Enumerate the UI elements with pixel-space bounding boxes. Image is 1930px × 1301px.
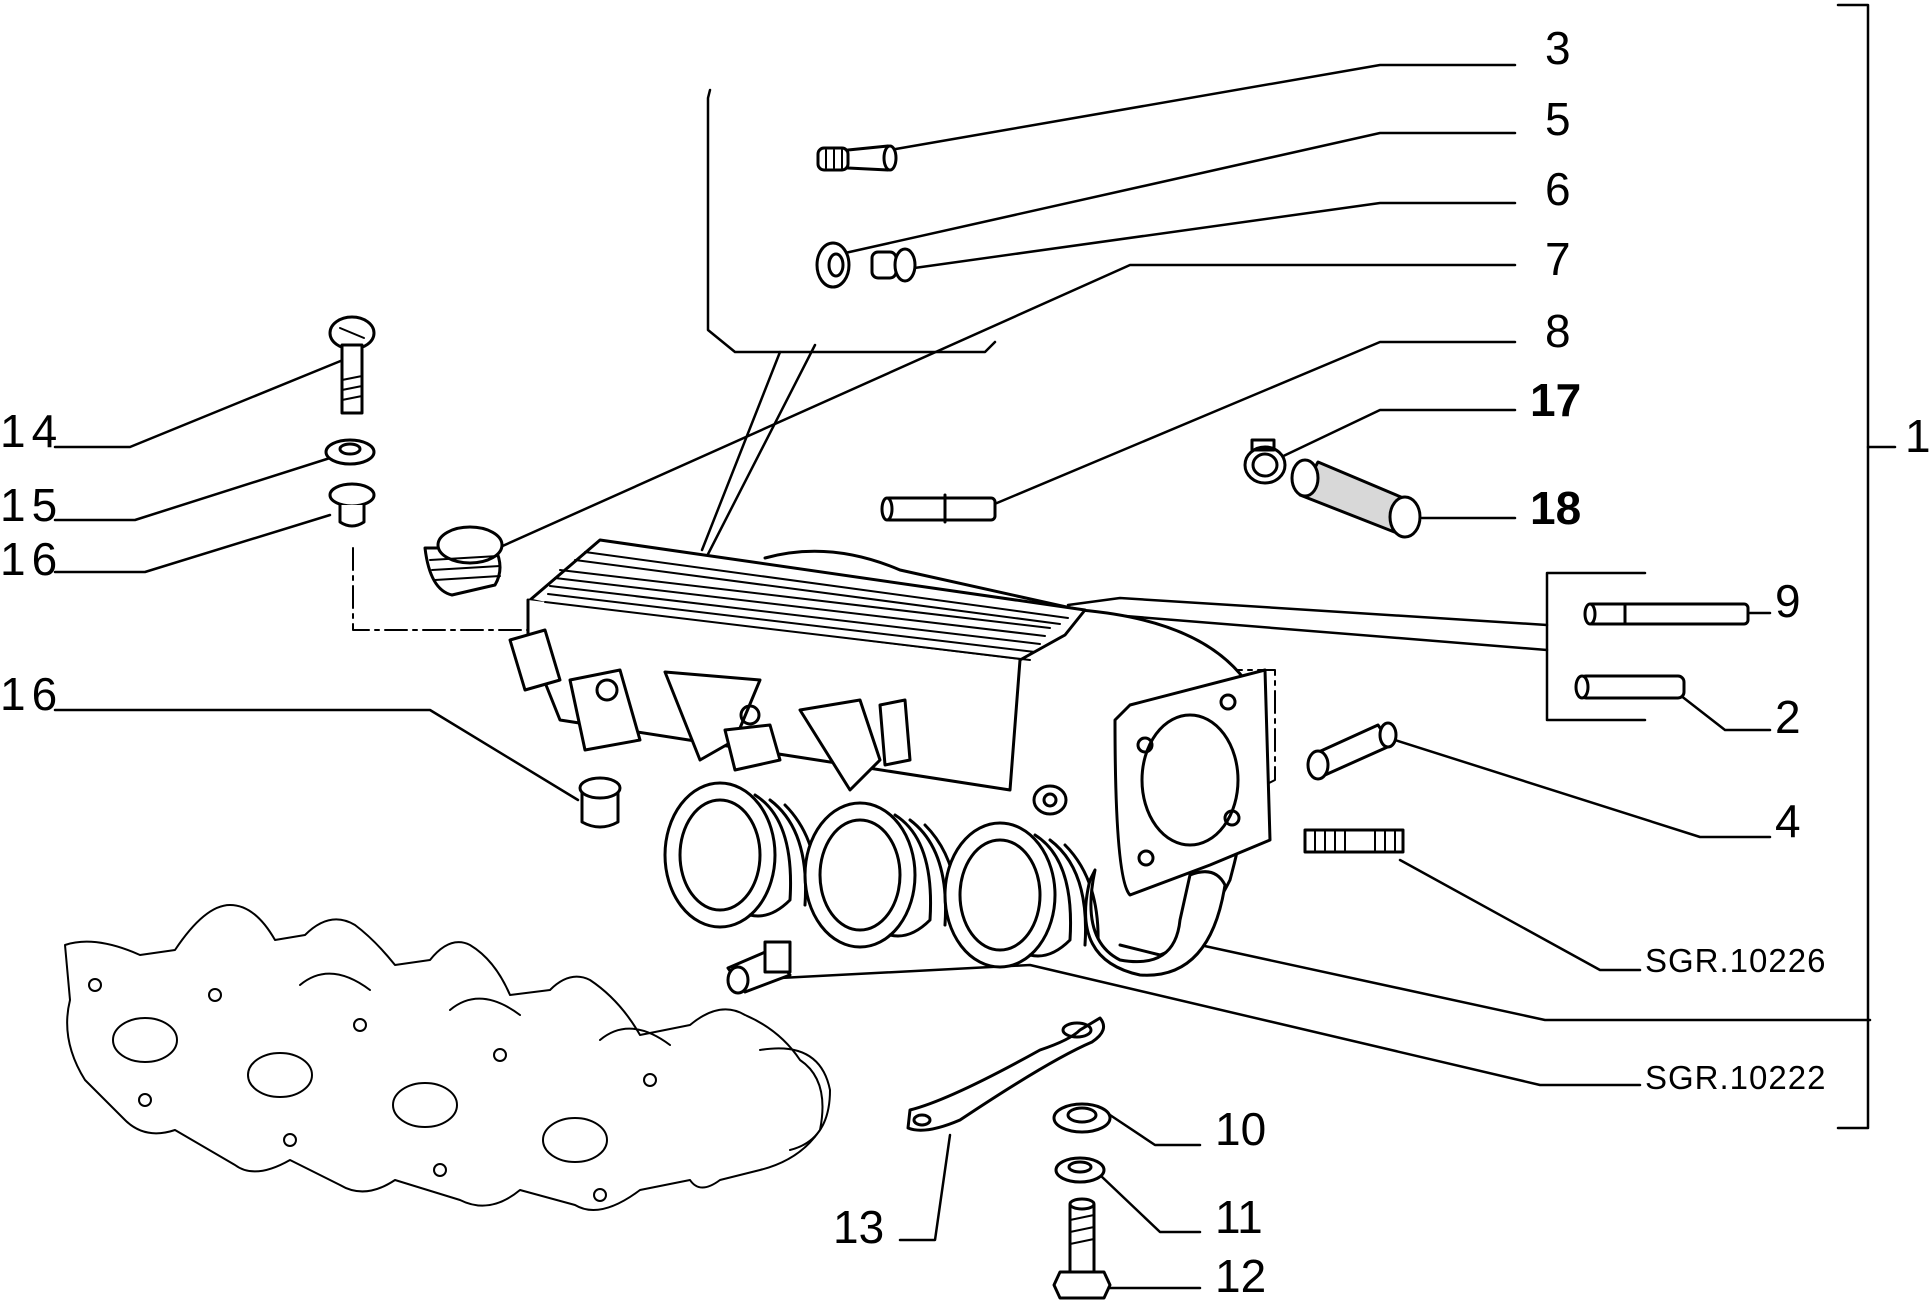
leader-main-body	[1198, 943, 1872, 1022]
leader-2	[1678, 693, 1772, 732]
part-3-screw	[816, 144, 898, 172]
callout-10: 10	[1215, 1103, 1266, 1155]
part-15-washer	[324, 438, 376, 466]
leader-15	[53, 456, 332, 522]
leader-6	[898, 201, 1517, 272]
part-10-washer	[1052, 1102, 1112, 1134]
callout-11: 11	[1215, 1191, 1263, 1243]
leader-5	[843, 131, 1517, 255]
callout-4: 4	[1775, 795, 1801, 847]
callout-5: 5	[1545, 93, 1571, 145]
leader-10	[1108, 1113, 1202, 1147]
leader-17	[1273, 408, 1517, 462]
fitting	[726, 940, 792, 995]
bracket-9-2	[1545, 571, 1647, 722]
part-2-pin	[1574, 674, 1686, 700]
part-13-bracket	[906, 1016, 1106, 1132]
part-14-screw	[328, 315, 376, 415]
reference-code-1: SGR.10226	[1645, 942, 1826, 979]
part-17-clamp	[1243, 438, 1287, 485]
leader-ref2	[778, 963, 1642, 1087]
lower-manifold	[64, 904, 831, 1211]
callout-15: 15	[0, 479, 63, 531]
callout-8: 8	[1545, 305, 1571, 357]
upper-bracket-lead-b	[703, 343, 817, 562]
upper-bracket-lead-a	[700, 350, 782, 552]
leader-16a	[53, 513, 332, 574]
leader-8	[983, 340, 1517, 510]
part-8-pin	[880, 493, 997, 524]
part-18-hose	[1290, 458, 1422, 539]
callout-2: 2	[1775, 691, 1801, 743]
part-5-washer	[815, 241, 851, 289]
callout-18: 18	[1530, 482, 1581, 534]
leader-11	[1098, 1173, 1202, 1234]
part-4-stud	[1306, 721, 1398, 781]
callout-6: 6	[1545, 163, 1571, 215]
part-11-washer	[1054, 1156, 1106, 1184]
callout-16-upper: 16	[0, 533, 63, 585]
upper-bracket	[706, 88, 997, 354]
reference-code-2: SGR.10222	[1645, 1059, 1826, 1096]
leader-9-2b	[1073, 610, 1549, 652]
leader-lines	[53, 3, 1897, 1290]
part-6-plug	[870, 247, 917, 283]
leader-7	[496, 263, 1517, 550]
leader-ref1	[1398, 858, 1642, 972]
stud-threaded	[1303, 828, 1405, 854]
callout-labels: 3 5 6 7 8 17 18 1 9 2 4 SGR.10226 SGR.10…	[0, 22, 1930, 1301]
intake-manifold	[508, 538, 1272, 977]
callout-9: 9	[1775, 575, 1801, 627]
part-9-pin	[1583, 602, 1750, 626]
callout-17: 17	[1530, 374, 1581, 426]
bracket-1	[1836, 3, 1870, 1130]
throttle-alignment	[1219, 669, 1276, 786]
callout-1: 1	[1905, 410, 1930, 462]
part-7-plug	[423, 525, 504, 597]
leader-14	[53, 358, 345, 449]
callout-14: 14	[0, 405, 63, 457]
callout-16-lower: 16	[0, 668, 63, 720]
callout-3: 3	[1545, 22, 1571, 74]
leader-9-2a	[1066, 596, 1549, 627]
callout-12: 12	[1215, 1250, 1266, 1301]
leader-13	[898, 1133, 952, 1242]
leader-4	[1393, 738, 1772, 839]
leader-3	[888, 63, 1517, 152]
callout-13: 13	[833, 1201, 884, 1253]
leader-16b	[53, 708, 580, 802]
part-16-bush-upper	[328, 482, 376, 528]
part-16-bush-lower	[578, 776, 622, 829]
callout-7: 7	[1545, 233, 1571, 285]
part-12-bolt	[1052, 1197, 1112, 1300]
